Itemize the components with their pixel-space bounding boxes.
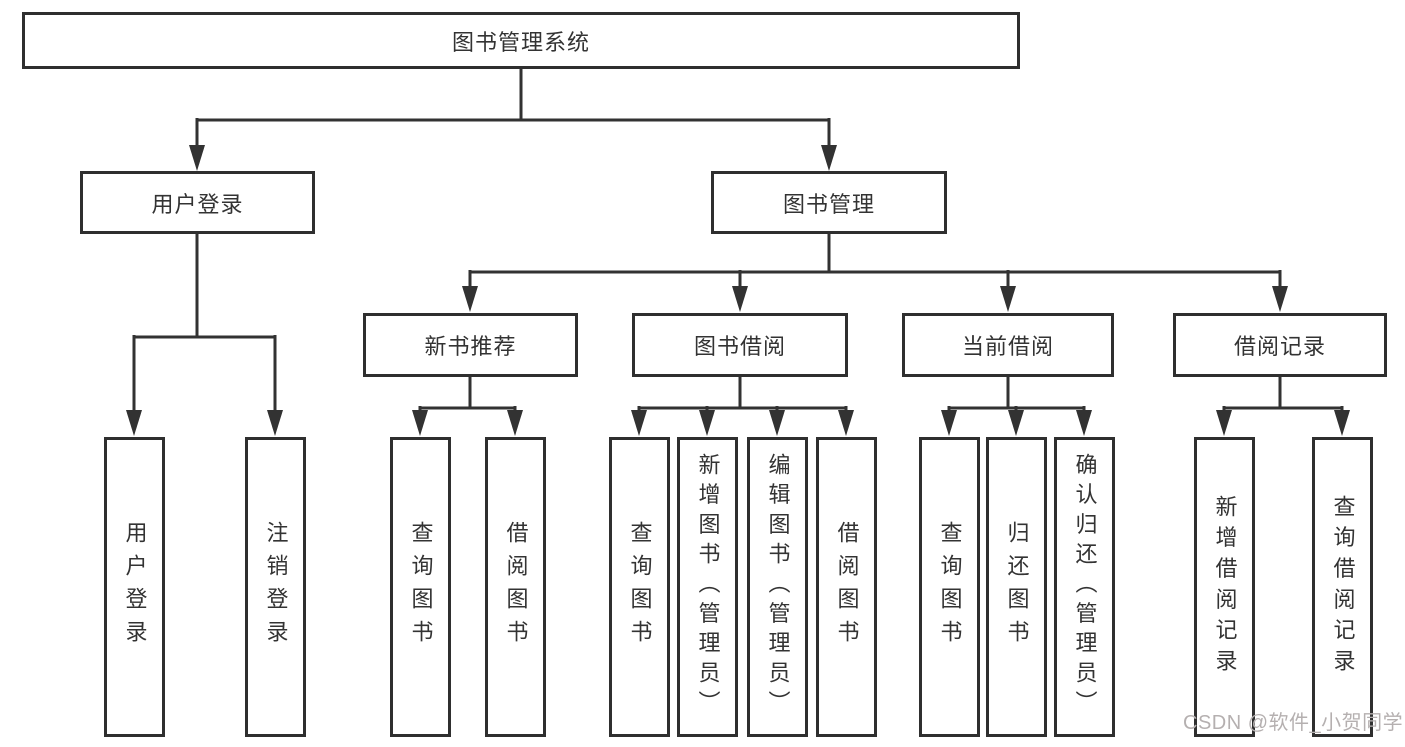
arrowhead-add-book-admin: [699, 410, 715, 436]
node-book-mgmt-label: 图书管理: [782, 191, 875, 217]
arrowhead-borrow-records: [1272, 286, 1288, 312]
arrowhead-user-login: [189, 145, 205, 171]
node-leaf-logout-label: 注销登录: [263, 521, 289, 653]
node-leaf-logout: 注销登录: [245, 437, 306, 737]
node-leaf-query-book-current-label: 查询图书: [937, 521, 963, 653]
node-leaf-query-borrow-record: 查询借阅记录: [1312, 437, 1373, 737]
node-book-borrow: 图书借阅: [632, 313, 848, 377]
node-leaf-query-book-rec-label: 查询图书: [408, 521, 434, 653]
node-borrow-records-label: 借阅记录: [1233, 334, 1326, 359]
node-leaf-borrow-book: 借阅图书: [816, 437, 877, 737]
node-leaf-add-borrow-record-label: 新增借阅记录: [1212, 494, 1238, 680]
node-borrow-records: 借阅记录: [1173, 313, 1387, 377]
node-leaf-confirm-return-admin: 确认归还（管理员）: [1054, 437, 1115, 737]
node-leaf-query-book-borrow-label: 查询图书: [627, 521, 653, 653]
arrowhead-query-book-rec: [412, 410, 428, 436]
arrowhead-confirm-return-admin: [1076, 410, 1092, 436]
node-leaf-add-borrow-record: 新增借阅记录: [1194, 437, 1255, 737]
node-leaf-add-book-admin-label: 新增图书（管理员）: [695, 453, 721, 721]
arrowhead-new-book-rec: [462, 286, 478, 312]
arrowhead-current-borrow: [1000, 286, 1016, 312]
connector-borrow-records-children: [1222, 377, 1344, 414]
arrowhead-edit-book-admin: [769, 410, 785, 436]
node-leaf-query-book-rec: 查询图书: [390, 437, 451, 737]
arrowhead-query-book-borrow: [631, 410, 647, 436]
csdn-watermark: CSDN @软件_小贺同学: [1183, 712, 1404, 734]
connector-user-login-children: [132, 233, 277, 412]
node-leaf-user-login: 用户登录: [104, 437, 165, 737]
connector-book-mgmt-level3: [468, 233, 1282, 289]
node-current-borrow-label: 当前借阅: [961, 334, 1054, 359]
arrowhead-logout: [267, 410, 283, 436]
arrowhead-query-book-current: [941, 410, 957, 436]
node-new-book-rec: 新书推荐: [363, 313, 578, 377]
node-book-borrow-label: 图书借阅: [693, 334, 786, 359]
connector-root-level2: [195, 68, 831, 148]
node-leaf-return-book-label: 归还图书: [1004, 521, 1030, 653]
node-leaf-borrow-book-rec: 借阅图书: [485, 437, 546, 737]
connector-new-book-rec-children: [418, 377, 517, 414]
arrowhead-return-book: [1008, 410, 1024, 436]
node-book-mgmt: 图书管理: [711, 171, 947, 234]
arrowhead-borrow-book: [838, 410, 854, 436]
node-current-borrow: 当前借阅: [902, 313, 1114, 377]
node-leaf-query-book-current: 查询图书: [919, 437, 980, 737]
node-leaf-query-book-borrow: 查询图书: [609, 437, 670, 737]
node-leaf-return-book: 归还图书: [986, 437, 1047, 737]
node-leaf-confirm-return-admin-label: 确认归还（管理员）: [1072, 453, 1098, 721]
node-root-label: 图书管理系统: [451, 29, 590, 55]
connector-current-borrow-children: [947, 377, 1086, 414]
arrowhead-query-borrow-record: [1334, 410, 1350, 436]
node-leaf-edit-book-admin-label: 编辑图书（管理员）: [765, 453, 791, 721]
node-user-login-label: 用户登录: [151, 191, 244, 217]
node-leaf-add-book-admin: 新增图书（管理员）: [677, 437, 738, 737]
node-root: 图书管理系统: [22, 12, 1020, 69]
arrowhead-user-login-leaf: [126, 410, 142, 436]
arrowhead-book-mgmt: [821, 145, 837, 171]
node-new-book-rec-label: 新书推荐: [424, 334, 517, 359]
arrowhead-borrow-book-rec: [507, 410, 523, 436]
node-leaf-edit-book-admin: 编辑图书（管理员）: [747, 437, 808, 737]
node-leaf-user-login-label: 用户登录: [122, 521, 148, 653]
node-leaf-borrow-book-rec-label: 借阅图书: [503, 521, 529, 653]
node-leaf-borrow-book-label: 借阅图书: [834, 521, 860, 653]
arrowhead-book-borrow: [732, 286, 748, 312]
node-leaf-query-borrow-record-label: 查询借阅记录: [1330, 494, 1356, 680]
arrowhead-add-borrow-record: [1216, 410, 1232, 436]
connector-book-borrow-children: [637, 377, 848, 414]
node-user-login: 用户登录: [80, 171, 315, 234]
